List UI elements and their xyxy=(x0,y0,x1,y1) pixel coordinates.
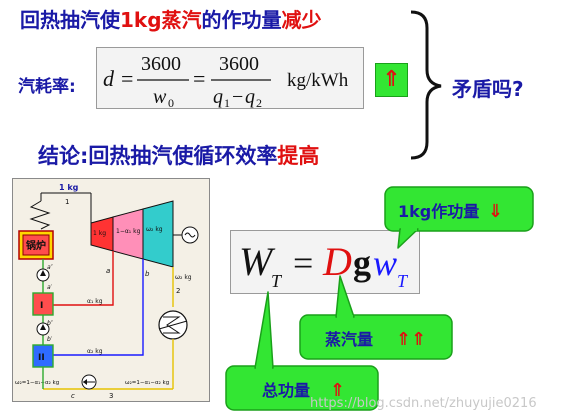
callout-per-kg-arrow: ⇓ xyxy=(488,201,503,222)
work-d: D xyxy=(322,239,352,284)
turbine-section-3: ω₂ kg xyxy=(146,226,163,233)
steam-rate-label: 汽耗率: xyxy=(18,77,76,97)
headline-emphasis: 减少 xyxy=(281,8,322,32)
callout-total-text: 总功量 xyxy=(262,381,310,400)
formula-svg: d = 3600 w 0 = 3600 q 1 − q 2 kg/kWh xyxy=(103,53,349,110)
callout-steam-text: 蒸汽量 xyxy=(325,330,373,349)
heater-1-label: I xyxy=(40,301,43,311)
steam-rate-formula: d = 3600 w 0 = 3600 q 1 − q 2 kg/kWh xyxy=(96,47,364,110)
formula-q2: q xyxy=(245,86,255,108)
point-a-label: a xyxy=(106,267,110,275)
conclusion: 结论:回热抽汽使循环效率提高 xyxy=(38,140,319,170)
regenerative-cycle-diagram: 1 kg 1 锅炉 1 kg 1−α₁ kg ω₂ kg xyxy=(12,178,210,402)
formula-q1-sub: 1 xyxy=(224,96,230,110)
label-b-dd: b″ xyxy=(47,320,54,327)
formula-num2: 3600 xyxy=(219,53,259,75)
increase-arrow-badge: ⇑ xyxy=(375,63,408,97)
callout-per-kg-text: 1kg作功量 xyxy=(398,202,479,221)
label-a-d: a′ xyxy=(47,284,53,291)
svg-text:=: = xyxy=(193,66,205,91)
headline: 回热抽汽使1kg蒸汽的作功量减少 xyxy=(20,4,322,33)
cycle-svg: 1 kg 1 锅炉 1 kg 1−α₁ kg ω₂ kg xyxy=(15,183,199,400)
label-b-d: b′ xyxy=(47,336,53,343)
headline-prefix: 回热抽汽使 xyxy=(20,8,120,32)
formula-unit: kg/kWh xyxy=(287,70,349,91)
formula-den1-sub: 0 xyxy=(168,96,174,110)
conclusion-text: 结论:回热抽汽使循环效率 xyxy=(38,144,278,168)
callout-total-arrow: ⇑ xyxy=(330,380,345,401)
callout-per-kg: 1kg作功量 ⇓ xyxy=(384,186,534,249)
formula-den1: w xyxy=(153,86,167,108)
curly-brace xyxy=(410,10,442,160)
svg-text:=: = xyxy=(121,66,133,91)
turbine-section-1: 1 kg xyxy=(93,230,106,237)
point-3-label: 3 xyxy=(109,392,113,400)
work-small-w: w xyxy=(373,243,397,283)
point-b-label: b xyxy=(145,270,150,278)
formula-minus: − xyxy=(232,86,243,108)
work-formula-svg: W T = D g w T xyxy=(239,239,409,291)
headline-highlight: 1kg xyxy=(120,8,162,32)
bottom-left-label: ω₂=1−α₁−α₂ kg xyxy=(15,380,59,386)
work-eq: = xyxy=(293,243,313,283)
point-c-label: c xyxy=(71,392,75,400)
callout-total: 总功量 ⇑ xyxy=(225,291,379,411)
work-w: W xyxy=(239,239,276,284)
headline-middle: 蒸汽 xyxy=(161,8,202,32)
work-small-w-sub: T xyxy=(397,271,409,291)
work-g: g xyxy=(353,243,371,283)
label-a-dd: a″ xyxy=(47,264,54,271)
boiler-label: 锅炉 xyxy=(26,239,46,252)
formula-lhs: d xyxy=(103,66,115,91)
formula-num1: 3600 xyxy=(141,53,181,75)
alpha1-label: α₁ kg xyxy=(87,298,103,305)
heater-2-label: II xyxy=(38,353,45,363)
bottom-right-label: ω₂=1−α₁−α₂ kg xyxy=(125,380,169,386)
work-w-sub: T xyxy=(271,271,283,291)
point-2-label: 2 xyxy=(176,287,180,295)
contradiction-question: 矛盾吗? xyxy=(452,77,524,101)
work-formula: W T = D g w T xyxy=(230,230,420,294)
watermark: https://blog.csdn.net/zhuyujie0216 xyxy=(310,396,537,411)
alpha2-label: α₂ kg xyxy=(87,348,103,355)
formula-q1: q xyxy=(213,86,223,108)
conclusion-emphasis: 提高 xyxy=(277,144,320,168)
top-point-label: 1 xyxy=(65,198,69,206)
callout-steam: 蒸汽量 ⇑⇑ xyxy=(299,275,453,360)
headline-suffix: 的作功量 xyxy=(201,8,282,32)
turbine-section-2: 1−α₁ kg xyxy=(116,228,141,235)
formula-q2-sub: 2 xyxy=(256,96,262,110)
omega2-label: ω₂ kg xyxy=(175,274,192,281)
callout-steam-arrow: ⇑⇑ xyxy=(396,329,426,350)
top-mass-label: 1 kg xyxy=(59,183,79,192)
